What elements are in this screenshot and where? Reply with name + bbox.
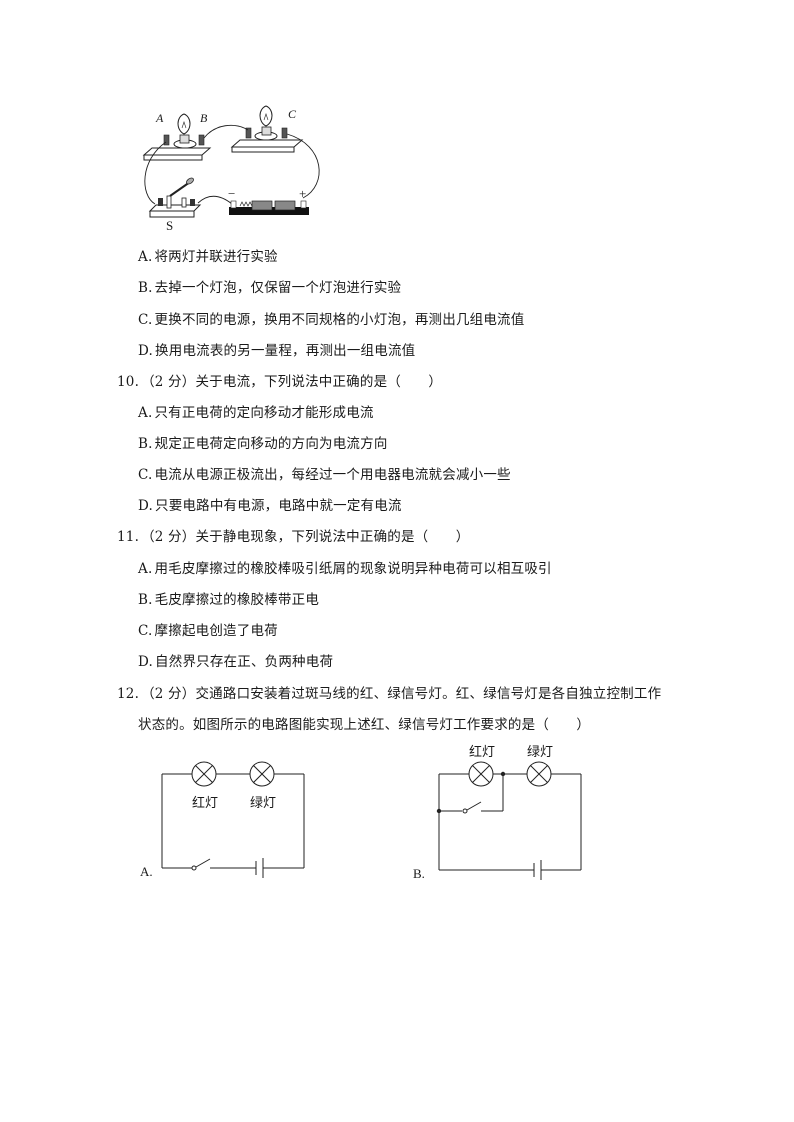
question-text: 关于电流，下列说法中正确的是（ ） (195, 374, 443, 390)
q10-stem: 10.（2 分）关于电流，下列说法中正确的是（ ） (117, 373, 442, 391)
q9-circuit-figure: A B C S − + (142, 105, 320, 233)
option-text: 规定正电荷定向移动的方向为电流方向 (154, 436, 388, 452)
option-text: 用毛皮摩擦过的橡胶棒吸引纸屑的现象说明异种电荷可以相互吸引 (154, 561, 552, 577)
green-lamp-label: 绿灯 (527, 745, 553, 760)
junction-dot (500, 771, 506, 777)
battery-plus-label: + (299, 186, 306, 201)
question-text-continued: 状态的。如图所示的电路图能实现上述红、绿信号灯工作要求的是（ ） (138, 717, 591, 733)
q10-option-c[interactable]: C.电流从电源正极流出，每经过一个用电器电流就会减小一些 (138, 466, 511, 484)
lamp-icon (468, 761, 494, 787)
option-text: 毛皮摩擦过的橡胶棒带正电 (154, 592, 320, 608)
q11-stem: 11.（2 分）关于静电现象，下列说法中正确的是（ ） (117, 528, 469, 546)
junction-dot (436, 808, 442, 814)
option-letter: B. (413, 866, 425, 881)
option-letter: C. (138, 312, 153, 328)
option-text: 自然界只存在正、负两种电荷 (155, 654, 334, 670)
terminal-a-label: A (155, 111, 164, 125)
option-text: 只要电路中有电源，电路中就一定有电流 (155, 498, 402, 514)
q9-option-c[interactable]: C.更换不同的电源，换用不同规格的小灯泡，再测出几组电流值 (138, 311, 524, 329)
lamp-icon (526, 761, 552, 787)
option-letter: D. (138, 498, 154, 514)
option-text: 摩擦起电创造了电荷 (154, 623, 278, 639)
option-letter: C. (138, 467, 153, 483)
question-score: （2 分） (141, 686, 196, 702)
question-number: 11. (117, 529, 140, 545)
option-letter: D. (138, 654, 154, 670)
q12-stem-line2: 状态的。如图所示的电路图能实现上述红、绿信号灯工作要求的是（ ） (138, 716, 590, 734)
question-text: 关于静电现象，下列说法中正确的是（ ） (195, 529, 470, 545)
q11-option-a[interactable]: A.用毛皮摩擦过的橡胶棒吸引纸屑的现象说明异种电荷可以相互吸引 (138, 560, 552, 578)
option-text: 换用电流表的另一量程，再测出一组电流值 (155, 343, 416, 359)
circuit-diagram-b: 红灯 绿灯 B. (413, 744, 582, 881)
switch-s-label: S (166, 218, 173, 233)
q9-option-d[interactable]: D.换用电流表的另一量程，再测出一组电流值 (138, 342, 415, 360)
option-letter: B. (138, 436, 153, 452)
option-letter: A. (138, 561, 153, 577)
q9-option-b[interactable]: B.去掉一个灯泡，仅保留一个灯泡进行实验 (138, 279, 401, 297)
question-score: （2 分） (141, 529, 196, 545)
lamp-c-label: C (288, 107, 297, 121)
q12-stem-line1: 12.（2 分）交通路口安装着过斑马线的红、绿信号灯。红、绿信号灯是各自独立控制… (117, 685, 661, 703)
option-letter: D. (138, 343, 154, 359)
q11-option-c[interactable]: C.摩擦起电创造了电荷 (138, 622, 278, 640)
option-text: 将两灯并联进行实验 (154, 249, 278, 265)
option-letter: B. (138, 592, 153, 608)
red-lamp-label: 红灯 (469, 744, 495, 760)
q10-option-d[interactable]: D.只要电路中有电源，电路中就一定有电流 (138, 497, 402, 515)
option-text: 去掉一个灯泡，仅保留一个灯泡进行实验 (154, 280, 402, 296)
option-text: 更换不同的电源，换用不同规格的小灯泡，再测出几组电流值 (154, 312, 525, 328)
q10-option-b[interactable]: B.规定正电荷定向移动的方向为电流方向 (138, 435, 388, 453)
q9-option-a[interactable]: A.将两灯并联进行实验 (138, 248, 278, 266)
option-letter: A. (140, 864, 153, 879)
q10-option-a[interactable]: A.只有正电荷的定向移动才能形成电流 (138, 404, 374, 422)
option-text: 电流从电源正极流出，每经过一个用电器电流就会减小一些 (154, 467, 511, 483)
lamp-icon (191, 761, 217, 787)
question-number: 10. (117, 374, 140, 390)
option-letter: A. (138, 249, 153, 265)
option-letter: B. (138, 280, 153, 296)
terminal-b-label: B (200, 111, 208, 125)
question-score: （2 分） (141, 374, 196, 390)
q11-option-d[interactable]: D.自然界只存在正、负两种电荷 (138, 653, 333, 671)
option-text: 只有正电荷的定向移动才能形成电流 (154, 405, 374, 421)
circuit-diagram-a: 红灯 绿灯 A. (140, 761, 305, 879)
q12-option-b[interactable]: 红灯 绿灯 B. (405, 735, 595, 890)
q11-option-b[interactable]: B.毛皮摩擦过的橡胶棒带正电 (138, 591, 319, 609)
option-letter: A. (138, 405, 153, 421)
lamp-icon (249, 761, 275, 787)
q12-option-a[interactable]: 红灯 绿灯 A. (130, 750, 330, 890)
question-number: 12. (117, 686, 140, 702)
option-letter: C. (138, 623, 153, 639)
battery-minus-label: − (228, 186, 235, 201)
question-text: 交通路口安装着过斑马线的红、绿信号灯。红、绿信号灯是各自独立控制工作 (195, 686, 662, 702)
red-lamp-label: 红灯 (192, 795, 218, 811)
green-lamp-label: 绿灯 (250, 796, 276, 811)
